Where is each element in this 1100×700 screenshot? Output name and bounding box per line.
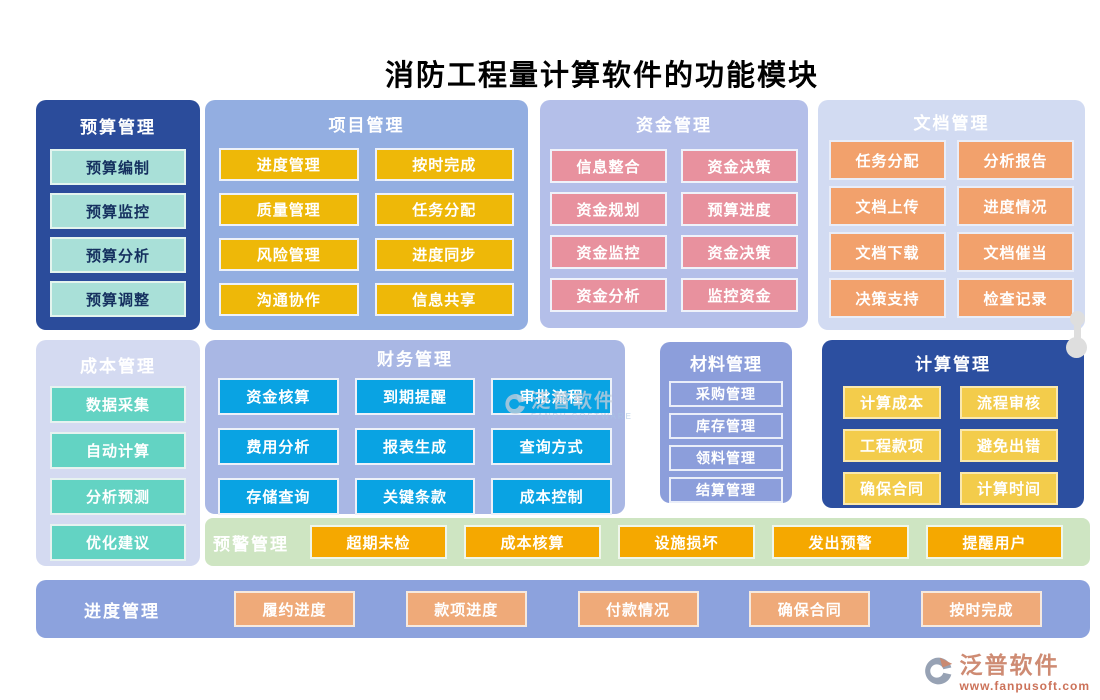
budget-management-panel: 预算管理 预算编制 预算监控 预算分析 预算调整 <box>36 100 200 330</box>
module-item[interactable]: 任务分配 <box>374 193 514 226</box>
module-item[interactable]: 信息共享 <box>374 283 514 316</box>
module-item[interactable]: 预算分析 <box>50 237 186 273</box>
module-item[interactable]: 成本控制 <box>491 478 612 515</box>
project-management-panel: 项目管理 进度管理 按时完成 质量管理 任务分配 风险管理 进度同步 沟通协作 … <box>205 100 528 330</box>
warning-management-row: 预警管理 超期未检 成本核算 设施损坏 发出预警 提醒用户 <box>205 518 1090 566</box>
module-item[interactable]: 检查记录 <box>957 278 1074 318</box>
module-item[interactable]: 资金分析 <box>550 278 667 312</box>
module-item[interactable]: 优化建议 <box>50 524 186 561</box>
module-item[interactable]: 结算管理 <box>669 477 783 503</box>
progress-row-label: 进度管理 <box>84 601 160 621</box>
warning-row-label: 预警管理 <box>213 534 289 554</box>
module-item[interactable]: 进度管理 <box>219 148 359 181</box>
module-item[interactable]: 监控资金 <box>681 278 798 312</box>
module-item[interactable]: 超期未检 <box>310 525 447 559</box>
module-item[interactable]: 按时完成 <box>921 591 1042 627</box>
module-item[interactable]: 计算成本 <box>843 386 941 419</box>
module-item[interactable]: 关键条款 <box>354 478 476 515</box>
project-items: 进度管理 按时完成 质量管理 任务分配 风险管理 进度同步 沟通协作 信息共享 <box>205 136 528 316</box>
module-item[interactable]: 沟通协作 <box>219 283 359 316</box>
budget-panel-title: 预算管理 <box>80 118 156 137</box>
material-management-panel: 材料管理 采购管理 库存管理 领料管理 结算管理 <box>660 342 792 503</box>
pin-bottom-dot <box>1066 337 1087 358</box>
diagram-title: 消防工程量计算软件的功能模块 <box>384 60 819 92</box>
funds-items: 信息整合 资金决策 资金规划 预算进度 资金监控 资金决策 资金分析 监控资金 <box>540 136 808 312</box>
module-item[interactable]: 计算时间 <box>960 472 1058 505</box>
material-panel-title: 材料管理 <box>690 355 762 374</box>
finance-management-panel: 财务管理 资金核算 到期提醒 审批流程 费用分析 报表生成 查询方式 存储查询 … <box>205 340 625 515</box>
module-item[interactable]: 付款情况 <box>577 591 699 627</box>
document-panel-title: 文档管理 <box>913 114 990 133</box>
module-item[interactable]: 文档催当 <box>957 232 1074 272</box>
fanpu-logo: 泛普软件 www.fanpusoft.com <box>922 654 1090 692</box>
module-item[interactable]: 自动计算 <box>50 432 186 469</box>
module-item[interactable]: 存储查询 <box>218 478 339 515</box>
budget-items: 预算编制 预算监控 预算分析 预算调整 <box>36 138 200 317</box>
warning-items: 超期未检 成本核算 设施损坏 发出预警 提醒用户 <box>310 525 1063 559</box>
module-item[interactable]: 预算进度 <box>681 192 798 226</box>
logo-url: www.fanpusoft.com <box>959 679 1090 693</box>
calculation-management-panel: 计算管理 计算成本 流程审核 工程款项 避免出错 确保合同 计算时间 <box>822 340 1084 508</box>
module-item[interactable]: 审批流程 <box>491 378 612 415</box>
module-item[interactable]: 确保合同 <box>843 472 941 505</box>
module-item[interactable]: 决策支持 <box>829 278 946 318</box>
module-item[interactable]: 按时完成 <box>374 148 514 181</box>
module-item[interactable]: 文档下载 <box>829 232 946 272</box>
module-item[interactable]: 工程款项 <box>843 429 941 462</box>
module-item[interactable]: 到期提醒 <box>354 378 476 415</box>
module-item[interactable]: 预算编制 <box>50 149 186 185</box>
fanpu-swoosh-icon <box>922 655 954 692</box>
module-item[interactable]: 库存管理 <box>669 413 783 439</box>
module-item[interactable]: 质量管理 <box>219 193 359 226</box>
funds-panel-title: 资金管理 <box>636 116 712 135</box>
module-item[interactable]: 预算调整 <box>50 281 186 317</box>
module-item[interactable]: 流程审核 <box>960 386 1058 419</box>
module-item[interactable]: 设施损坏 <box>618 525 755 559</box>
cost-panel-title: 成本管理 <box>80 357 156 376</box>
module-item[interactable]: 资金监控 <box>550 235 667 269</box>
document-management-panel: 文档管理 任务分配 分析报告 文档上传 进度情况 文档下载 文档催当 决策支持 … <box>818 100 1085 330</box>
module-item[interactable]: 资金核算 <box>218 378 339 415</box>
module-item[interactable]: 进度同步 <box>374 238 514 271</box>
pin-stem <box>1074 320 1081 348</box>
module-item[interactable]: 费用分析 <box>218 428 339 465</box>
calculation-panel-title: 计算管理 <box>915 355 991 374</box>
project-panel-title: 项目管理 <box>328 116 405 135</box>
module-item[interactable]: 采购管理 <box>669 381 783 407</box>
module-item[interactable]: 资金决策 <box>681 149 798 183</box>
calculation-items: 计算成本 流程审核 工程款项 避免出错 确保合同 计算时间 <box>822 375 1084 505</box>
module-item[interactable]: 进度情况 <box>957 186 1074 226</box>
module-item[interactable]: 分析报告 <box>957 140 1074 180</box>
module-item[interactable]: 款项进度 <box>405 591 527 627</box>
module-item[interactable]: 提醒用户 <box>926 525 1063 559</box>
module-item[interactable]: 确保合同 <box>749 591 871 627</box>
module-item[interactable]: 报表生成 <box>354 428 476 465</box>
cost-items: 数据采集 自动计算 分析预测 优化建议 <box>36 377 200 561</box>
module-item[interactable]: 领料管理 <box>669 445 783 471</box>
progress-items: 履约进度 款项进度 付款情况 确保合同 按时完成 <box>234 591 1042 627</box>
module-item[interactable]: 预算监控 <box>50 193 186 229</box>
module-item[interactable]: 数据采集 <box>50 386 186 423</box>
module-item[interactable]: 资金决策 <box>681 235 798 269</box>
module-item[interactable]: 风险管理 <box>219 238 359 271</box>
finance-panel-title: 财务管理 <box>377 350 453 369</box>
module-item[interactable]: 信息整合 <box>550 149 667 183</box>
cost-management-panel: 成本管理 数据采集 自动计算 分析预测 优化建议 <box>36 340 200 566</box>
module-item[interactable]: 成本核算 <box>464 525 601 559</box>
module-item[interactable]: 分析预测 <box>50 478 186 515</box>
pin-top-dot <box>1070 311 1085 326</box>
module-item[interactable]: 文档上传 <box>829 186 946 226</box>
finance-items: 资金核算 到期提醒 审批流程 费用分析 报表生成 查询方式 存储查询 关键条款 … <box>205 370 625 515</box>
module-item[interactable]: 发出预警 <box>772 525 909 559</box>
module-item[interactable]: 查询方式 <box>491 428 612 465</box>
module-item[interactable]: 履约进度 <box>234 591 355 627</box>
module-item[interactable]: 避免出错 <box>960 429 1058 462</box>
funds-management-panel: 资金管理 信息整合 资金决策 资金规划 预算进度 资金监控 资金决策 资金分析 … <box>540 100 808 328</box>
logo-name: 泛普软件 <box>959 652 1060 678</box>
module-item[interactable]: 资金规划 <box>550 192 667 226</box>
progress-management-row: 进度管理 履约进度 款项进度 付款情况 确保合同 按时完成 <box>36 580 1090 638</box>
document-items: 任务分配 分析报告 文档上传 进度情况 文档下载 文档催当 决策支持 检查记录 <box>818 134 1085 318</box>
material-items: 采购管理 库存管理 领料管理 结算管理 <box>660 375 792 503</box>
module-item[interactable]: 任务分配 <box>829 140 946 180</box>
